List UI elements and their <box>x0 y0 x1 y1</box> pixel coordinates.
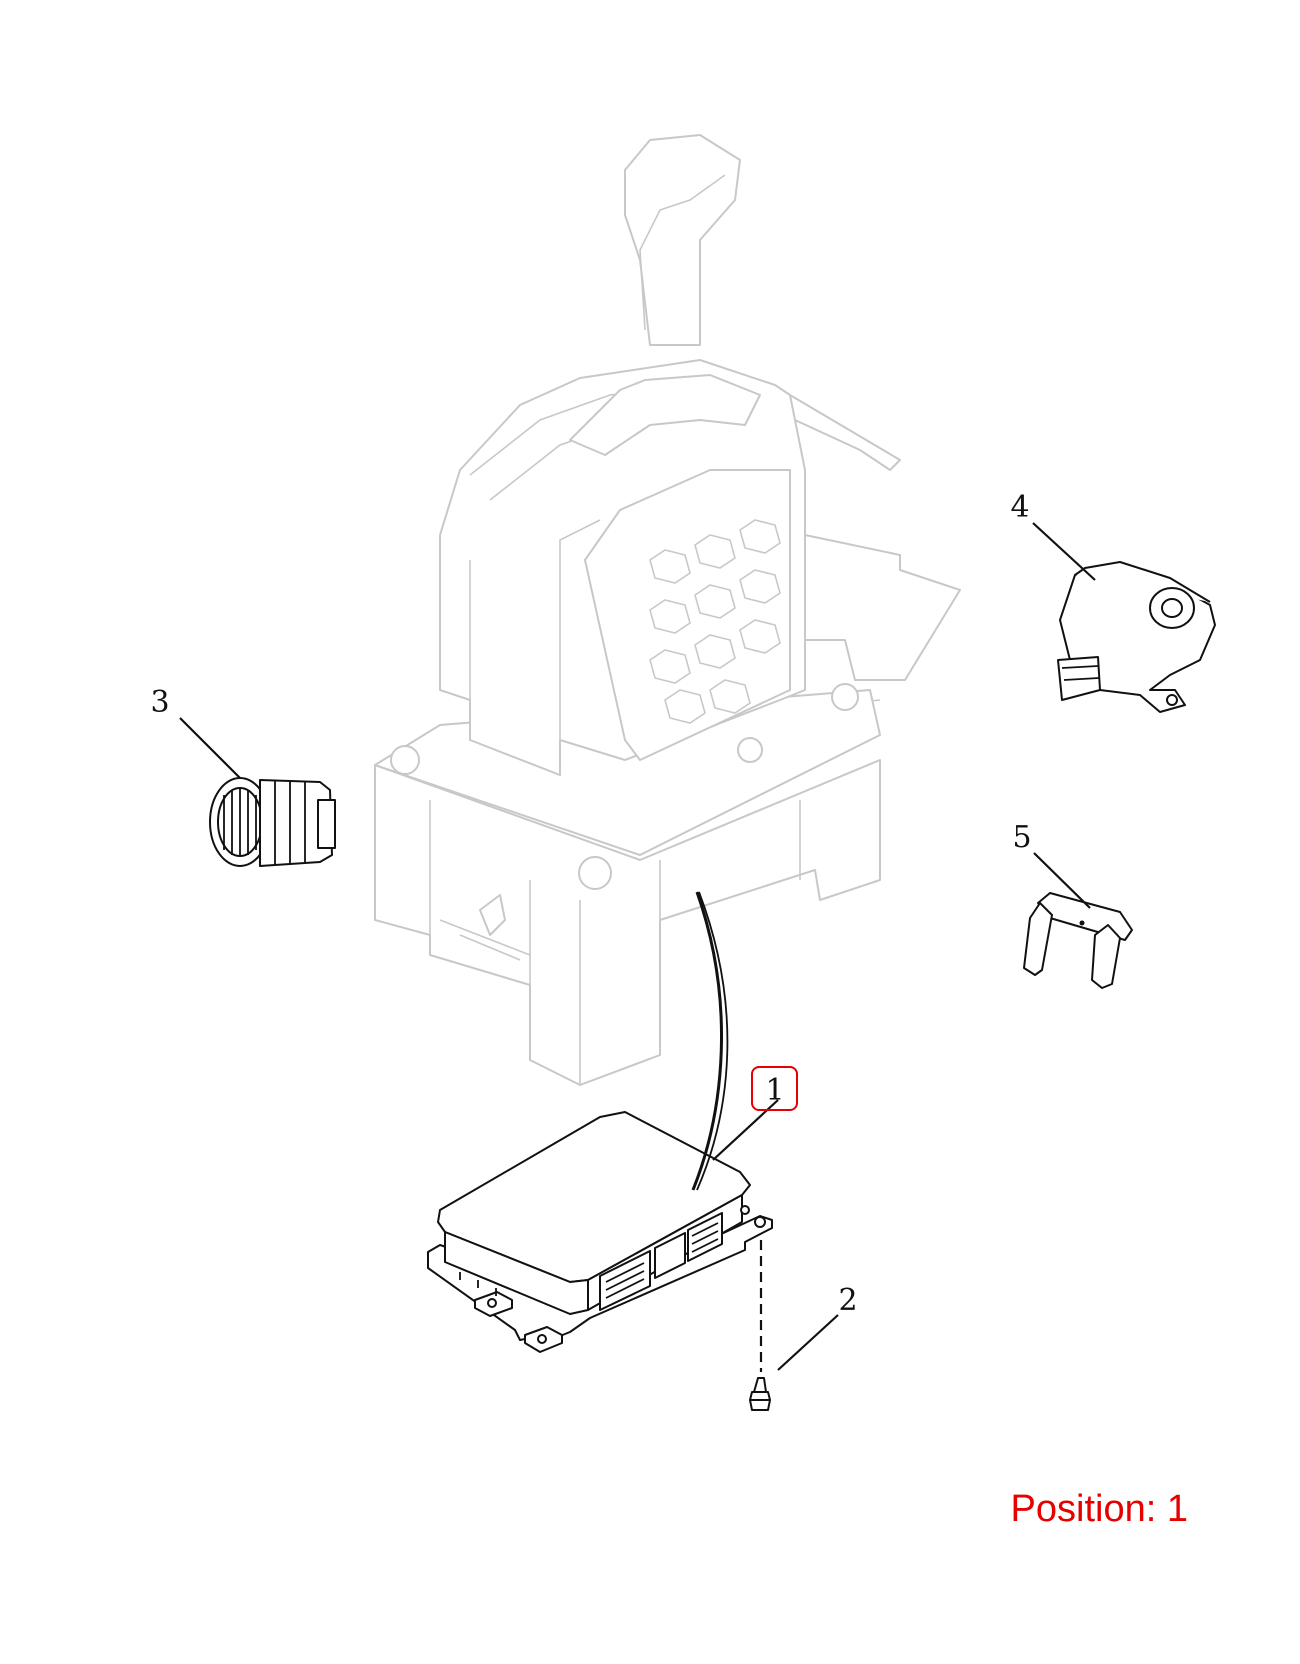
callout-3-number[interactable]: 3 <box>150 685 169 720</box>
callout-2-leader <box>777 1314 839 1371</box>
callout-3-leader <box>179 717 241 779</box>
connector-part <box>209 777 336 867</box>
callout-4-number[interactable]: 4 <box>1010 490 1029 525</box>
cable-line <box>691 891 724 1191</box>
callout-2-number[interactable]: 2 <box>838 1283 857 1318</box>
callout-1-number[interactable]: 1 <box>765 1073 784 1108</box>
cable-line-2 <box>696 891 729 1191</box>
bolt-part <box>749 1377 771 1411</box>
callout-4-leader <box>1032 522 1096 581</box>
callout-1-highlight-box <box>751 1066 798 1111</box>
module-part <box>427 1111 773 1353</box>
callout-5-leader <box>1033 852 1091 909</box>
shifter-assembly <box>374 134 961 1086</box>
position-label: Position: 1 <box>1010 1488 1188 1530</box>
sensor-part <box>1057 561 1216 713</box>
clip-part <box>1023 892 1133 989</box>
callout-5-number[interactable]: 5 <box>1012 820 1031 855</box>
